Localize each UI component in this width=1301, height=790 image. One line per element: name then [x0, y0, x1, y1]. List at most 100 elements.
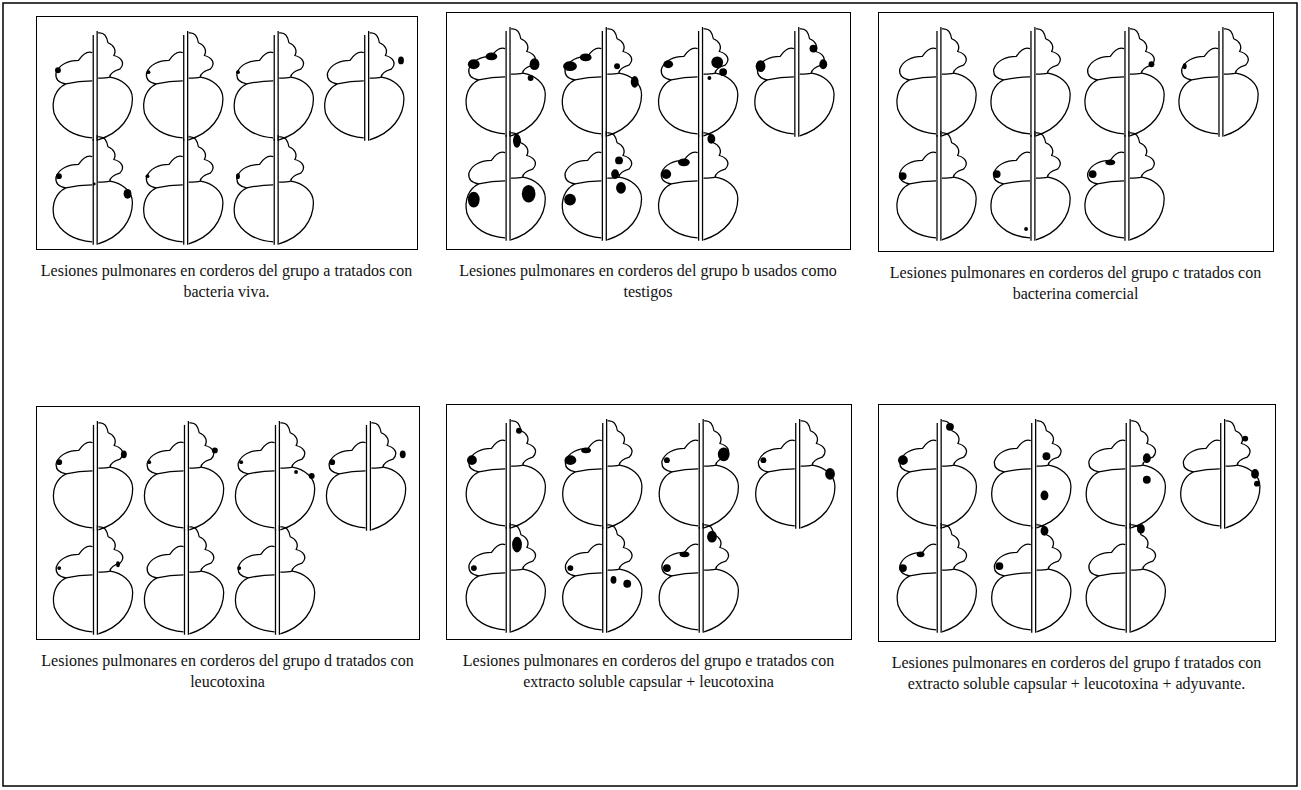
lung-outline — [144, 442, 183, 528]
trachea-line — [606, 419, 607, 529]
lesion-spot — [146, 70, 150, 74]
lung-outline — [1193, 469, 1219, 472]
trachea-line — [364, 35, 365, 141]
lesion-spot — [1041, 491, 1049, 501]
lung-outline — [897, 440, 936, 526]
lesion-panel: Lesiones pulmonares en corderos del grup… — [446, 12, 851, 250]
lung-outline — [479, 469, 505, 472]
lung-outline — [910, 573, 936, 576]
trachea-line — [506, 423, 507, 529]
trachea-line — [510, 419, 511, 529]
lung-outline — [189, 570, 201, 572]
lung-outline — [704, 176, 716, 178]
lung-outline — [607, 29, 641, 136]
lung-outline — [1086, 544, 1125, 630]
lung-drawing — [325, 31, 404, 141]
lung-outline — [370, 33, 404, 140]
lung-outline — [66, 471, 92, 474]
lung-outline — [279, 137, 313, 244]
panel-caption: Lesiones pulmonares en corderos del grup… — [33, 651, 423, 693]
trachea-line — [184, 529, 185, 635]
lung-outline — [325, 52, 364, 138]
lung-outline — [66, 81, 92, 84]
lesion-panel: Lesiones pulmonares en corderos del grup… — [878, 404, 1276, 642]
lung-outline — [608, 464, 620, 466]
lung-outline — [942, 421, 976, 528]
trachea-line — [606, 131, 607, 241]
lung-outline — [1098, 181, 1124, 184]
lung-drawing — [563, 419, 642, 529]
lung-outline — [1130, 133, 1164, 240]
trachea-line — [278, 31, 279, 141]
lesion-spot — [1254, 481, 1260, 487]
lesion-spot — [580, 53, 592, 61]
lung-outline — [942, 568, 954, 570]
trachea-line — [606, 523, 607, 633]
lung-outline — [659, 48, 698, 134]
trachea-line — [698, 135, 699, 241]
lung-outline — [563, 440, 602, 526]
lung-outline — [98, 33, 132, 140]
lung-drawing — [144, 421, 223, 531]
lung-outline — [466, 544, 505, 630]
lung-outline — [910, 469, 936, 472]
lung-drawing — [991, 131, 1070, 241]
lung-outline — [942, 72, 954, 74]
lesion-spot — [899, 564, 907, 572]
lung-outline — [511, 29, 545, 136]
lesion-spot — [664, 457, 670, 463]
lesion-spot — [707, 531, 717, 543]
trachea-line — [937, 527, 938, 633]
lung-outline — [189, 423, 223, 530]
lung-outline — [280, 570, 292, 572]
lesion-spot — [486, 52, 498, 60]
lung-outline — [479, 181, 505, 184]
lung-outline — [942, 464, 954, 466]
trachea-line — [97, 31, 98, 141]
lung-illustrations — [447, 13, 849, 248]
trachea-line — [940, 27, 941, 137]
trachea-line — [1130, 523, 1131, 633]
lung-outline — [992, 544, 1031, 630]
lung-outline — [942, 29, 976, 136]
trachea-line — [505, 31, 506, 137]
lung-outline — [1036, 72, 1048, 74]
lung-outline — [466, 440, 505, 526]
lung-illustrations — [879, 405, 1274, 640]
lung-outline — [98, 570, 110, 572]
trachea-line — [274, 139, 275, 245]
lung-outline — [248, 575, 274, 578]
trachea-line — [278, 135, 279, 245]
trachea-line — [1124, 135, 1125, 241]
lesion-spot — [513, 134, 521, 148]
trachea-line — [703, 419, 704, 529]
lung-outline — [339, 471, 365, 474]
lesion-spot — [236, 173, 240, 179]
lesion-spot — [611, 169, 619, 179]
lung-outline — [671, 181, 697, 184]
lung-outline — [511, 176, 523, 178]
lung-outline — [562, 152, 601, 238]
lung-outline — [704, 525, 738, 632]
lung-outline — [575, 77, 601, 80]
lung-drawing — [563, 523, 642, 633]
lesion-spot — [146, 174, 150, 178]
trachea-line — [97, 525, 98, 635]
panel-caption: Lesiones pulmonares en corderos del grup… — [453, 261, 843, 303]
lesion-spot — [512, 537, 522, 553]
lung-outline — [156, 81, 182, 84]
lung-outline — [326, 442, 365, 528]
lesion-spot — [116, 561, 120, 567]
trachea-line — [93, 425, 94, 531]
trachea-line — [187, 31, 188, 141]
lesion-spot — [631, 76, 639, 88]
lung-outline — [479, 573, 505, 576]
lung-drawing — [53, 31, 132, 141]
panel-caption: Lesiones pulmonares en corderos del grup… — [439, 651, 859, 693]
trachea-line — [275, 529, 276, 635]
trachea-line — [183, 139, 184, 245]
trachea-line — [1031, 423, 1032, 529]
lesion-spot — [516, 428, 522, 434]
lesion-spot — [1149, 61, 1155, 67]
